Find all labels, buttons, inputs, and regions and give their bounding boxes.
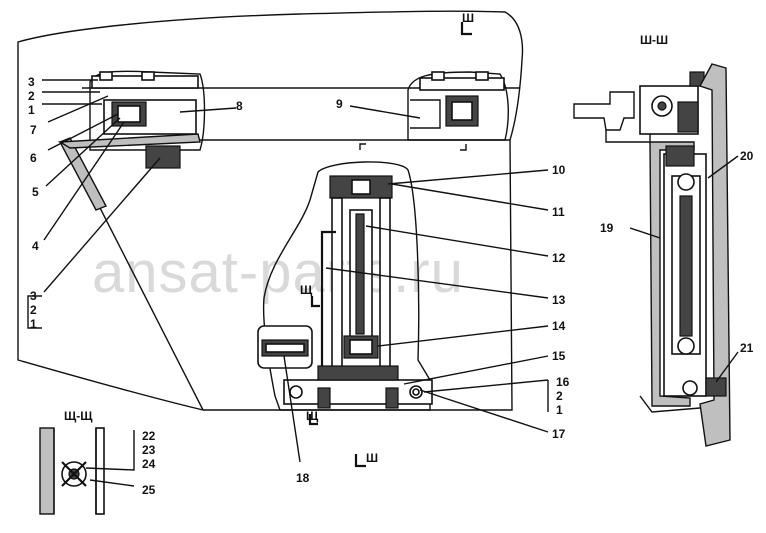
callout-13: 13 <box>552 293 566 307</box>
leader-lines-right <box>629 155 739 383</box>
small-left-skin <box>39 427 55 515</box>
small-wall <box>53 428 97 514</box>
view-corner-tl <box>359 143 366 150</box>
view-corner-br <box>460 144 467 151</box>
hinge-left-bolt-a <box>99 71 113 81</box>
callout-14: 14 <box>552 319 566 333</box>
section-nut-21 <box>682 380 698 396</box>
section-outer-skin <box>698 63 731 447</box>
labels: Ш Ш Ш-Ш Щ-Щ Щ Щ 3 2 1 7 6 5 4 3 2 1 8 9 … <box>28 11 754 497</box>
leader-lines-main <box>27 79 549 463</box>
rod-top-block-inner <box>351 179 371 195</box>
callout-stack-top-1: 1 <box>28 103 35 117</box>
callout-19: 19 <box>600 221 614 235</box>
callout-stack-top-3: 3 <box>28 75 35 89</box>
callout-stack-right-16: 16 <box>556 375 570 389</box>
section-bottom-edge <box>639 395 701 413</box>
section-inner-door <box>649 141 695 407</box>
door-edge-strip-top <box>57 133 201 149</box>
callout-23: 23 <box>142 443 156 457</box>
hinge-right-knuckle-inner <box>451 101 473 121</box>
callout-8: 8 <box>236 99 243 113</box>
hinge-right-bolt-b <box>475 71 489 81</box>
small-clip-arm <box>61 461 87 487</box>
callout-5: 5 <box>32 185 39 199</box>
door-diagonal <box>95 199 204 411</box>
section-view-right <box>573 63 739 447</box>
section-roller-bottom <box>677 337 695 355</box>
door-edge-strip <box>59 137 107 211</box>
hinge-right-boundary <box>407 71 509 141</box>
section-label-main-top: Ш <box>462 11 474 25</box>
hinge-left-bolt-b <box>141 71 155 81</box>
cut-mark-top <box>460 22 472 36</box>
panel-outline <box>17 10 524 411</box>
base-bolt-right-inner <box>412 388 420 396</box>
rod-left <box>331 197 343 369</box>
lock-assembly-boundary <box>262 161 431 411</box>
callout-17: 17 <box>552 427 566 441</box>
base-foot-right <box>385 387 399 409</box>
section-bracket-top <box>573 91 635 131</box>
callout-stack-left-1: 1 <box>30 317 37 331</box>
callout-25: 25 <box>142 483 156 497</box>
section-bolt-21 <box>705 377 727 397</box>
leader-lines-small <box>85 430 135 487</box>
section-view-small <box>39 427 135 515</box>
callout-12: 12 <box>552 251 566 265</box>
hinge-left-knuckle-inner <box>117 105 141 123</box>
section-label-view-right: Ш-Ш <box>640 33 668 47</box>
callout-11: 11 <box>552 205 565 219</box>
hinge-right-cover <box>410 99 441 129</box>
callout-stack-left-3: 3 <box>30 289 37 303</box>
cut-mark-bottom <box>354 454 366 468</box>
rod-lower-block-inner <box>349 339 373 355</box>
section-hinge-pin-inner <box>657 101 667 111</box>
cut-mark-lower <box>308 414 318 426</box>
callout-9: 9 <box>336 97 343 111</box>
callout-7: 7 <box>30 123 37 137</box>
section-label-main-bottom: Ш <box>366 451 378 465</box>
callout-20: 20 <box>740 149 754 163</box>
section-upper-block <box>665 145 695 167</box>
bent-pipe <box>320 230 336 372</box>
callout-10: 10 <box>552 163 566 177</box>
section-label-cut-lower: Щ <box>306 409 319 423</box>
hinge-right-bolt-a <box>431 71 445 81</box>
callout-21: 21 <box>740 341 754 355</box>
section-rod <box>679 195 693 337</box>
base-foot-left <box>317 387 331 409</box>
watermark: ansat-parts.ru <box>92 240 464 305</box>
small-right-skin <box>95 427 105 515</box>
rod-right <box>379 197 391 369</box>
lower-bolt-block <box>145 145 181 169</box>
cut-mark-upper <box>310 296 320 308</box>
callout-6: 6 <box>30 151 37 165</box>
rod-center-dark <box>355 213 365 335</box>
handle-grip-line <box>265 343 305 353</box>
section-label-view-small: Щ-Щ <box>64 409 93 423</box>
hinge-right-top-plate <box>419 77 505 91</box>
base-bolt-left <box>289 385 303 399</box>
callout-4: 4 <box>32 239 39 253</box>
callout-18: 18 <box>296 471 310 485</box>
callout-22: 22 <box>142 429 156 443</box>
callout-stack-top-2: 2 <box>28 89 35 103</box>
main-view <box>17 10 549 468</box>
callout-24: 24 <box>142 457 156 471</box>
callout-stack-left-2: 2 <box>30 303 37 317</box>
callout-15: 15 <box>552 349 566 363</box>
section-roller-top <box>677 173 695 191</box>
base-bar <box>317 365 399 381</box>
callout-stack-right-2: 2 <box>556 389 563 403</box>
callout-stack-right-1: 1 <box>556 403 563 417</box>
section-label-cut-upper: Щ <box>300 283 313 297</box>
section-hinge-plate <box>677 101 699 133</box>
